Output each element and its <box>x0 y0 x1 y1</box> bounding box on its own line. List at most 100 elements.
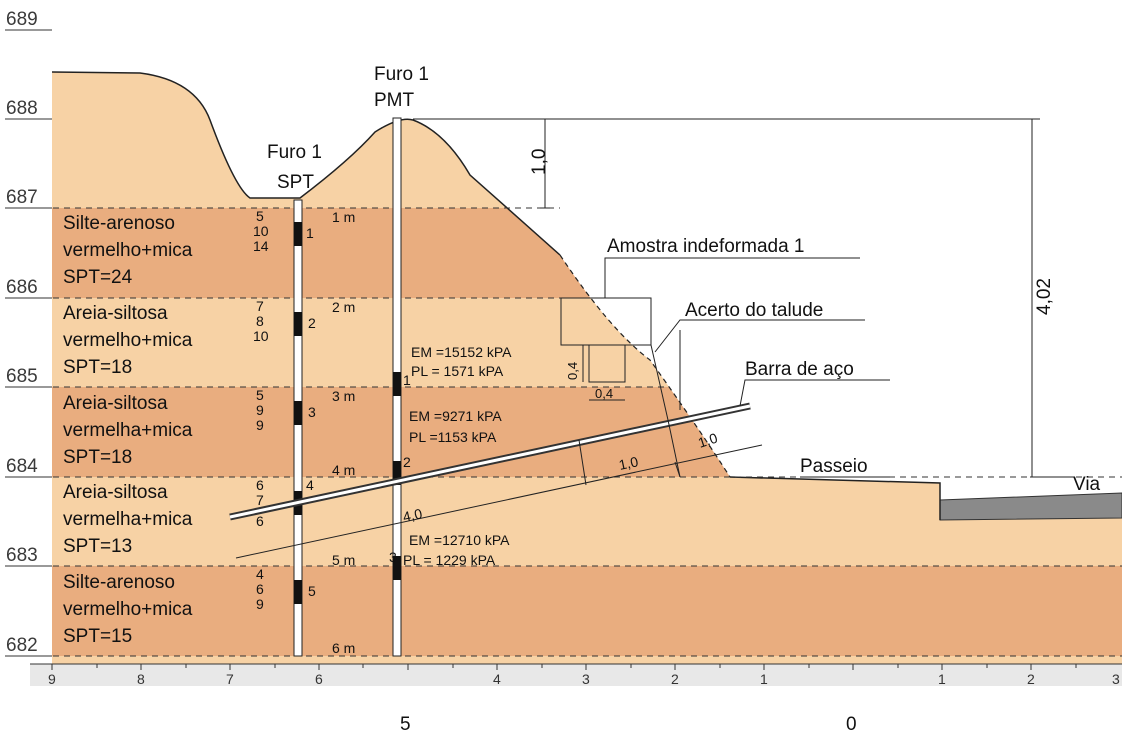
depth-mark: 4 m <box>332 462 355 478</box>
spt-value: 4 <box>256 566 264 582</box>
sidewalk-profile <box>729 476 941 520</box>
dim-4-0: 4,0 <box>401 505 424 525</box>
spt-sample-number: 1 <box>306 225 314 241</box>
dimension-lines <box>235 118 1040 559</box>
spt-sample-number: 2 <box>308 315 316 331</box>
spt-value: 10 <box>253 223 269 239</box>
annotation-via: Via <box>1073 474 1101 495</box>
spt-label-line2: SPT <box>277 172 314 193</box>
spt-value: 9 <box>256 596 264 612</box>
elev-686: 686 <box>6 277 38 298</box>
leader-lines <box>604 257 1075 478</box>
elev-685: 685 <box>6 366 38 387</box>
layer1-name: Silte-arenoso <box>63 213 175 234</box>
dim-1-0-lower: 1,0 <box>617 453 640 473</box>
depth-mark: 6 m <box>332 640 355 656</box>
soil-layer-5 <box>52 566 1122 656</box>
slope-adjust-line <box>650 344 669 421</box>
spt-value: 5 <box>256 387 264 403</box>
spt-value: 6 <box>256 513 264 529</box>
x-tick-3: 3 <box>582 671 590 687</box>
depth-mark: 2 m <box>332 299 355 315</box>
pmt-em-2: EM =9271 kPA <box>409 408 502 424</box>
spt-value: 9 <box>256 417 264 433</box>
pmt-label-line2: PMT <box>374 90 415 111</box>
spt-value: 7 <box>256 492 264 508</box>
x-tick-0: 0 <box>846 714 857 735</box>
x-tick-2-right: 2 <box>1027 671 1035 687</box>
dim-1-0-bar: 1,0 <box>696 430 720 451</box>
x-tick-9: 9 <box>48 671 56 687</box>
layer4-spt: SPT=13 <box>63 536 132 557</box>
x-tick-7: 7 <box>226 671 234 687</box>
layer3-name: Areia-siltosa <box>63 393 168 414</box>
elev-682: 682 <box>6 635 38 656</box>
x-axis-band <box>30 664 1122 686</box>
layer1-desc: vermelho+mica <box>63 240 193 261</box>
layer3-spt: SPT=18 <box>63 447 132 468</box>
layer3-desc: vermelha+mica <box>63 420 193 441</box>
layer4-name: Areia-siltosa <box>63 482 168 503</box>
annotation-passeio: Passeio <box>800 456 868 477</box>
annotation-barra: Barra de aço <box>745 359 854 380</box>
original-slope-dashed <box>559 254 731 478</box>
spt-sample-number: 5 <box>308 583 316 599</box>
layer4-desc: vermelha+mica <box>63 509 193 530</box>
layer5-name: Silte-arenoso <box>63 572 175 593</box>
sample-block <box>588 344 626 383</box>
pmt-em-3: EM =12710 kPA <box>409 532 510 548</box>
road-surface <box>939 492 1122 521</box>
elev-683: 683 <box>6 545 38 566</box>
pmt-test-markers <box>393 372 401 580</box>
elev-688: 688 <box>6 98 38 119</box>
spt-value: 5 <box>256 208 264 224</box>
x-tick-4: 4 <box>493 671 501 687</box>
dim-0-4-horizontal: 0,4 <box>595 386 613 401</box>
pmt-label-line1: Furo 1 <box>374 64 429 85</box>
depth-mark: 3 m <box>332 388 355 404</box>
spt-label-line1: Furo 1 <box>267 142 322 163</box>
pmt-test-id: 2 <box>403 454 411 470</box>
layer-boundaries <box>42 207 1122 657</box>
x-tick-5: 5 <box>400 714 411 735</box>
bottom-strip <box>52 656 1122 665</box>
spt-value: 9 <box>256 402 264 418</box>
elev-687: 687 <box>6 187 38 208</box>
spt-value: 6 <box>256 477 264 493</box>
spt-sample-number: 4 <box>306 477 314 493</box>
depth-mark: 1 m <box>332 209 355 225</box>
slope-adjust-line-2 <box>667 419 681 478</box>
spt-value: 10 <box>253 328 269 344</box>
pmt-pl-3: PL = 1229 kPA <box>403 552 496 568</box>
pmt-em-1: EM =15152 kPA <box>411 344 512 360</box>
spt-value: 6 <box>256 581 264 597</box>
pmt-test-id: 3 <box>389 549 397 565</box>
spt-value: 7 <box>256 298 264 314</box>
pmt-pl-1: PL = 1571 kPA <box>411 363 504 379</box>
spt-value: 8 <box>256 313 264 329</box>
layer1-spt: SPT=24 <box>63 267 133 288</box>
layer5-desc: vermelho+mica <box>63 599 193 620</box>
annotation-amostra: Amostra indeformada 1 <box>607 236 805 257</box>
spt-value: 14 <box>253 238 269 254</box>
layer2-name: Areia-siltosa <box>63 303 168 324</box>
elevation-ticks <box>5 29 52 657</box>
ground-profile <box>51 71 561 256</box>
dim-1-0: 1,0 <box>529 149 550 175</box>
x-tick-1-right: 1 <box>938 671 946 687</box>
layer2-spt: SPT=18 <box>63 357 132 378</box>
spt-sample-number: 3 <box>308 404 316 420</box>
elev-684: 684 <box>6 456 38 477</box>
x-tick-8: 8 <box>137 671 145 687</box>
top-soil-layer <box>52 72 1122 208</box>
x-tick-2: 2 <box>671 671 679 687</box>
x-tick-3-right: 3 <box>1112 671 1120 687</box>
x-tick-6: 6 <box>315 671 323 687</box>
pmt-pl-2: PL =1153 kPA <box>409 429 497 445</box>
dim-4-02: 4,02 <box>1034 278 1055 315</box>
layer2-desc: vermelho+mica <box>63 330 193 351</box>
elev-689: 689 <box>6 9 38 30</box>
x-tick-1: 1 <box>760 671 768 687</box>
pmt-test-id: 1 <box>403 372 411 388</box>
